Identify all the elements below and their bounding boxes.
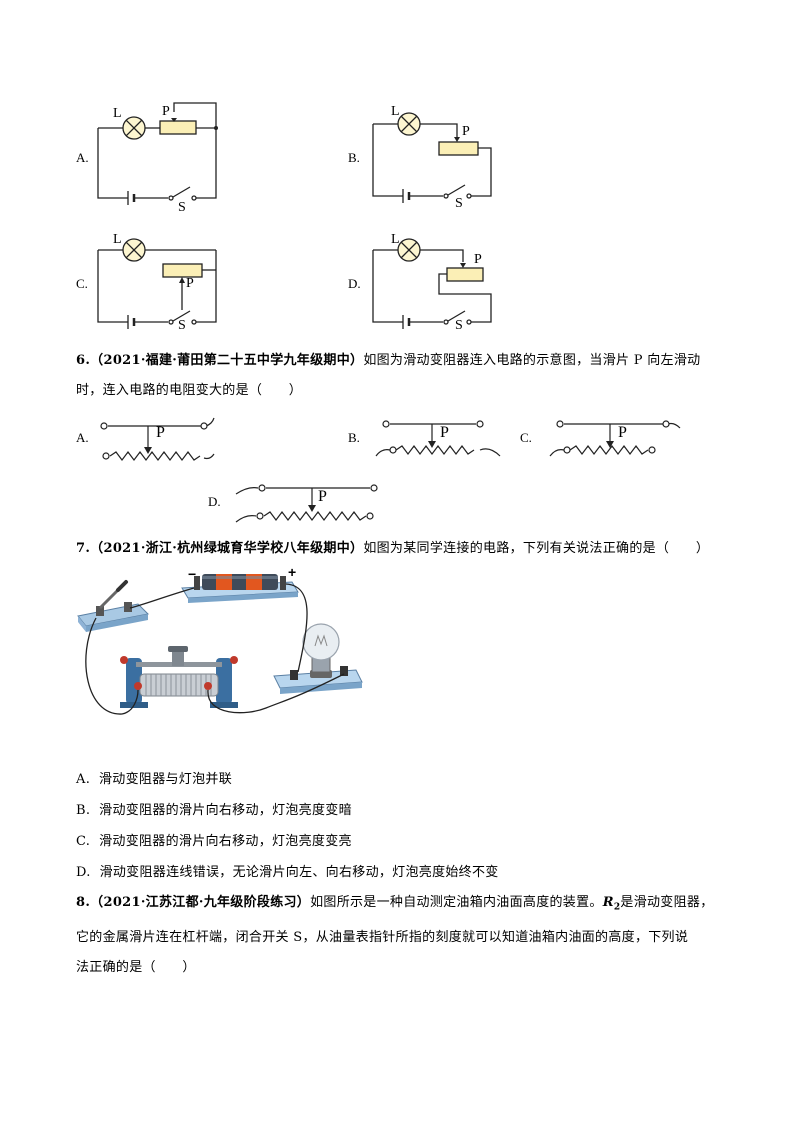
q7-choice-b-text: 滑动变阻器的滑片向右移动，灯泡亮度变暗: [99, 803, 352, 818]
option-a-label[interactable]: A.: [76, 150, 89, 165]
q7-choice-a-label: A.: [76, 772, 91, 787]
q7-choice-d-label: D.: [76, 865, 91, 880]
question-8-line2: 它的金属滑片连在杠杆端，闭合开关 S，从油量表指针所指的刻度就可以知道油箱内油面…: [76, 929, 689, 945]
q7-choice-b[interactable]: B. 滑动变阻器的滑片向右移动，灯泡亮度变暗: [76, 799, 352, 818]
question-7-number: 7.: [76, 541, 91, 556]
q7-choice-a-text: 滑动变阻器与灯泡并联: [99, 772, 233, 787]
question-7-source: （2021·浙江·杭州绿城育华学校八年级期中）: [90, 541, 364, 556]
q6-option-b-label[interactable]: B.: [348, 430, 360, 445]
question-6-source: （2021·福建·莆田第二十五中学九年级期中）: [90, 353, 364, 368]
option-b-label[interactable]: B.: [348, 150, 360, 165]
option-c-label[interactable]: C.: [76, 276, 88, 291]
circuit-b-lamp-label: L: [391, 104, 400, 119]
question-6-stem: 6.（2021·福建·莆田第二十五中学九年级期中）如图为滑动变阻器连入电路的示意…: [76, 346, 726, 406]
q6-option-d-label[interactable]: D.: [208, 494, 221, 509]
circuit-c-switch-label: S: [178, 318, 186, 333]
circuit-c-lamp-label: L: [113, 232, 122, 247]
circuit-b-slider-label: P: [462, 124, 470, 139]
q7-choice-b-label: B.: [76, 803, 91, 818]
q6-option-d-rheostat: [235, 484, 378, 523]
battery-minus-label: −: [188, 566, 197, 582]
circuit-d-switch-label: S: [455, 318, 463, 333]
circuit-c-slider-label: P: [186, 276, 194, 291]
circuit-a-switch-label: S: [178, 200, 186, 215]
circuit-a-diagram: [97, 102, 218, 205]
question-8-line1b: 是滑动变阻器，: [620, 895, 714, 910]
circuit-d-slider-label: P: [474, 252, 482, 267]
q6-option-c-label[interactable]: C.: [520, 430, 532, 445]
question-8-stem: 8.（2021·江苏江都·九年级阶段练习）如图所示是一种自动测定油箱内油面高度的…: [76, 888, 726, 983]
circuit-a-slider-label: P: [162, 104, 170, 119]
question-8-line3: 法正确的是（ ）: [76, 959, 196, 975]
q6-option-a-slider-label: P: [156, 424, 165, 441]
circuit-c-diagram: [97, 238, 217, 329]
q7-choice-d[interactable]: D. 滑动变阻器连线错误，无论滑片向左、向右移动，灯泡亮度始终不变: [76, 861, 499, 880]
q6-option-d-slider-label: P: [318, 488, 327, 505]
q6-option-a-label[interactable]: A.: [76, 430, 89, 445]
q7-choice-d-text: 滑动变阻器连线错误，无论滑片向左、向右移动，灯泡亮度始终不变: [99, 865, 499, 880]
question-8-number: 8.: [76, 895, 91, 910]
question-6-line2: 时，连入电路的电阻变大的是（ ）: [76, 383, 303, 398]
question-7-text: 如图为某同学连接的电路，下列有关说法正确的是（ ）: [363, 541, 710, 556]
question-8-source: （2021·江苏江都·九年级阶段练习）: [90, 895, 311, 910]
question-7-stem: 7.（2021·浙江·杭州绿城育华学校八年级期中）如图为某同学连接的电路，下列有…: [76, 534, 756, 564]
q7-circuit-illustration: [77, 574, 363, 715]
question-8-r-subscript: 2: [613, 902, 621, 913]
question-8-r-symbol: R: [602, 895, 614, 910]
question-6-line1: 如图为滑动变阻器连入电路的示意图，当滑片 P 向左滑动: [363, 353, 701, 368]
option-d-label[interactable]: D.: [348, 276, 361, 291]
question-8-line1a: 如图所示是一种自动测定油箱内油面高度的装置。: [310, 895, 603, 910]
q6-option-b-rheostat: [375, 420, 501, 457]
q6-option-c-slider-label: P: [618, 424, 627, 441]
circuit-d-diagram: [372, 238, 492, 329]
q7-choice-c-label: C.: [76, 834, 91, 849]
circuit-b-switch-label: S: [455, 196, 463, 211]
question-6-number: 6.: [76, 353, 91, 368]
circuit-a-lamp-label: L: [113, 106, 122, 121]
q7-choice-c[interactable]: C. 滑动变阻器的滑片向右移动，灯泡亮度变亮: [76, 830, 352, 849]
circuit-b-diagram: [372, 112, 492, 203]
circuit-d-lamp-label: L: [391, 232, 400, 247]
q7-choice-c-text: 滑动变阻器的滑片向右移动，灯泡亮度变亮: [99, 834, 352, 849]
battery-plus-label: +: [288, 564, 297, 580]
q6-option-c-rheostat: [549, 420, 681, 457]
q6-option-b-slider-label: P: [440, 424, 449, 441]
q6-option-a-rheostat: [100, 417, 215, 461]
q7-choice-a[interactable]: A. 滑动变阻器与灯泡并联: [76, 768, 232, 787]
